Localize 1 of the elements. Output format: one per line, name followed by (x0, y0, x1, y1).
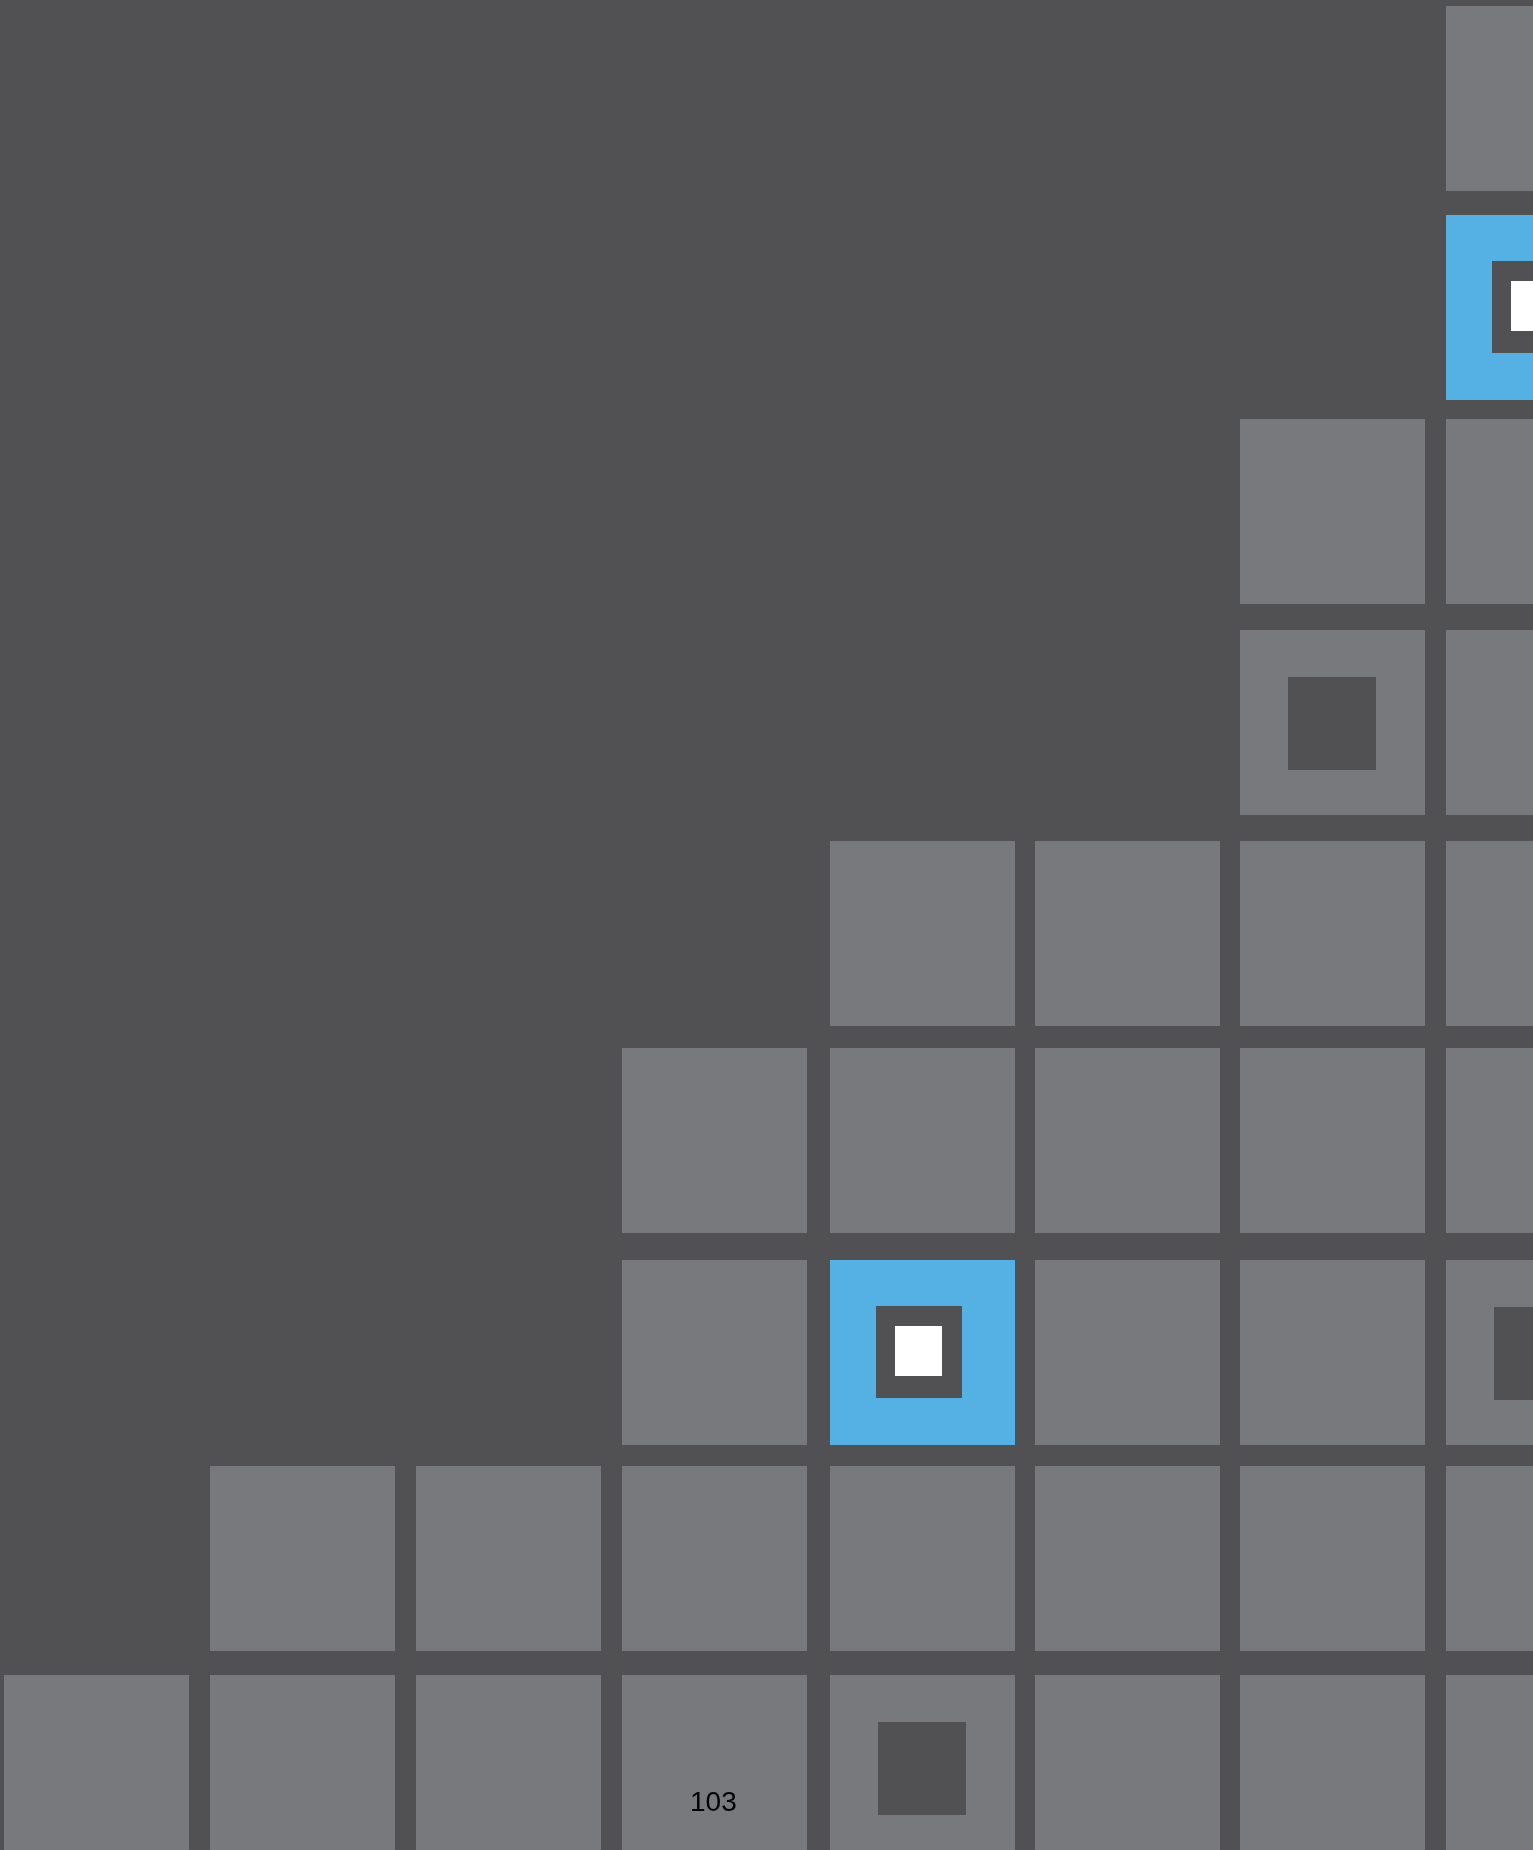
page-number: 103 (690, 1788, 737, 1816)
